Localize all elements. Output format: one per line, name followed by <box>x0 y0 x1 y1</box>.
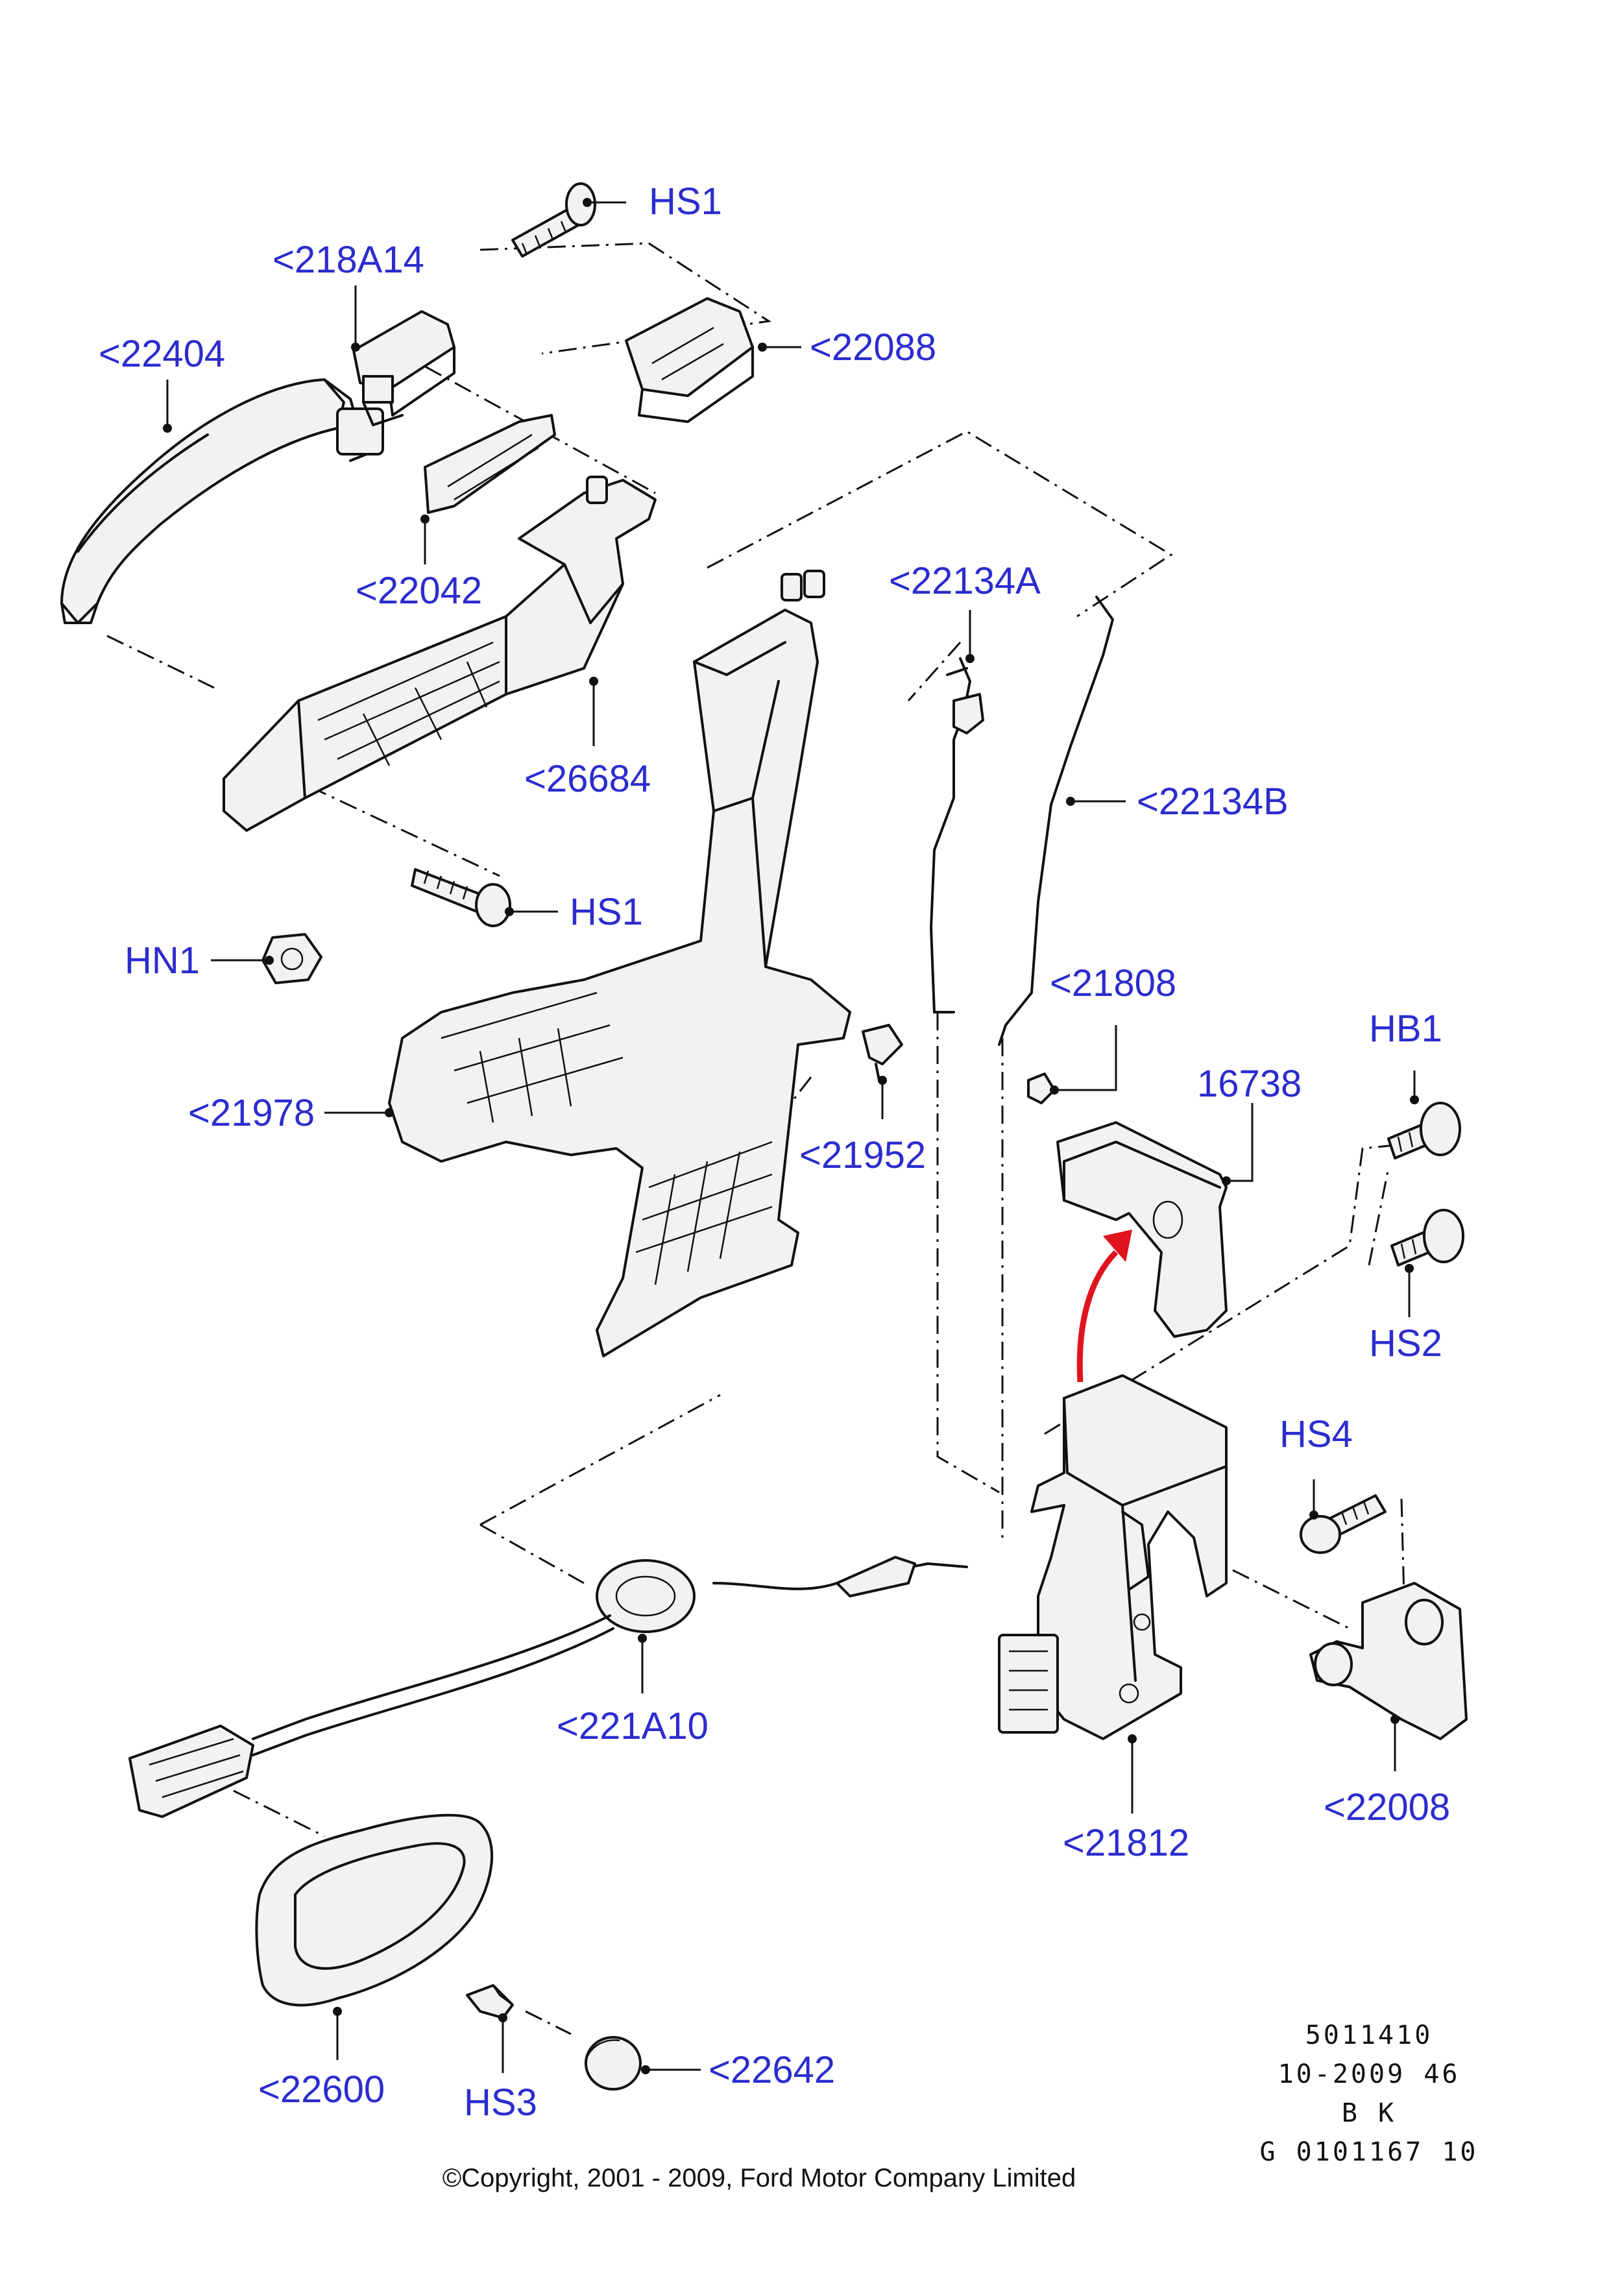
callout-22088: <22088 <box>810 326 936 369</box>
callout-22008: <22008 <box>1324 1786 1450 1828</box>
callout-26684: <26684 <box>524 758 651 800</box>
callout-221A10: <221A10 <box>557 1705 709 1747</box>
bolt-hs2 <box>1390 1209 1464 1267</box>
clip-21808 <box>1027 1073 1056 1104</box>
callout-hs2: HS2 <box>1369 1322 1442 1364</box>
cap-22642 <box>585 2036 642 2091</box>
callout-16738: 16738 <box>1197 1063 1302 1105</box>
fit-direction-arrow <box>1076 1230 1132 1383</box>
screw-hs1-top <box>511 182 596 258</box>
callout-22642: <22642 <box>709 2049 835 2091</box>
clip-21952 <box>862 1024 903 1082</box>
copyright-notice: ©Copyright, 2001 - 2009, Ford Motor Comp… <box>442 2164 1076 2192</box>
rod-22134B <box>998 596 1114 1046</box>
callout-22404: <22404 <box>99 333 225 375</box>
callout-22600: <22600 <box>258 2068 385 2111</box>
screw-hs4 <box>1300 1494 1387 1554</box>
callout-22134A: <22134A <box>889 560 1041 602</box>
trim-cover-22088 <box>625 297 754 423</box>
reference-line-4: G 0101167 10 <box>1260 2137 1479 2167</box>
striker-22008 <box>1309 1582 1468 1740</box>
callout-218A14: <218A14 <box>273 239 424 281</box>
handle-carrier-26684 <box>223 476 657 832</box>
callout-21952: <21952 <box>799 1134 926 1176</box>
cable-221A10 <box>128 1556 968 1818</box>
interior-handle-bezel-22600 <box>255 1813 494 2007</box>
callout-hs1-top: HS1 <box>649 180 722 223</box>
callout-21978: <21978 <box>188 1092 315 1134</box>
callout-hn1: HN1 <box>125 939 200 982</box>
reference-line-1: 5011410 <box>1305 2020 1433 2050</box>
door-latch-21812 <box>998 1374 1228 1740</box>
callout-21808: <21808 <box>1050 962 1176 1004</box>
screw-hs1-mid <box>411 868 511 927</box>
callout-22134B: <22134B <box>1137 781 1289 823</box>
exterior-handle-22404 <box>60 378 384 624</box>
callout-21812: <21812 <box>1063 1822 1189 1864</box>
gasket-22042 <box>424 414 556 514</box>
callout-hs4: HS4 <box>1279 1413 1353 1455</box>
handle-cover-218A14 <box>352 310 455 426</box>
callout-hs1-mid: HS1 <box>570 891 643 933</box>
callout-22042: <22042 <box>356 570 482 612</box>
leader-lines <box>163 198 1419 2074</box>
screw-hs3 <box>466 1984 514 2019</box>
rod-22134A <box>930 657 984 1013</box>
bracket-21978 <box>388 570 851 1357</box>
callout-hs3: HS3 <box>464 2081 537 2124</box>
reference-line-3: B K <box>1342 2098 1396 2128</box>
reference-block: 5011410 10-2009 46 B K G 0101167 10 <box>1260 2020 1479 2167</box>
bolt-hb1 <box>1387 1102 1461 1159</box>
callout-hb1: HB1 <box>1369 1008 1442 1050</box>
reference-line-2: 10-2009 46 <box>1278 2059 1460 2089</box>
cover-16738 <box>1056 1121 1228 1338</box>
